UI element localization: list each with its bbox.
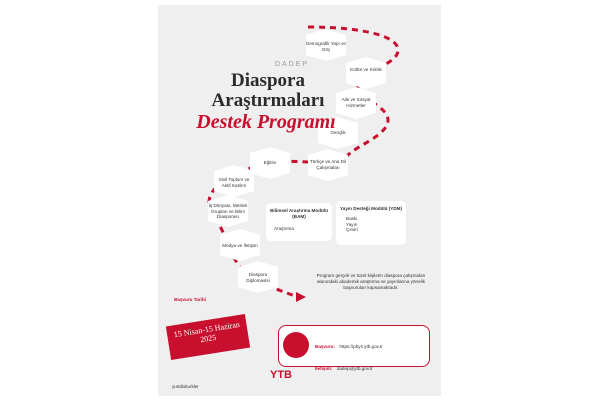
step-diaspora-diplomasisi: Diaspora Diplomasisi xyxy=(246,272,270,283)
ydm-item-2: Yayın xyxy=(346,221,358,227)
step-sivil: Sivil Toplum ve Aktif Katılım xyxy=(218,177,250,188)
bam-title: Bilimsel Araştırma Modülü (BAM) xyxy=(270,208,328,219)
title-line-3: Destek Programı xyxy=(196,111,336,133)
card-ydm: Yayın Desteği Modülü (YDM) Baskı Yayın Ç… xyxy=(336,201,406,245)
ydm-title: Yayın Desteği Modülü (YDM) xyxy=(339,206,403,211)
envelope-icon xyxy=(283,332,309,358)
application-label: Başvuru Tarihi xyxy=(174,297,206,302)
program-description: Program gerçek ve tüzel kişilerin diaspo… xyxy=(316,273,426,290)
step-egitim: Eğitim xyxy=(263,160,277,165)
dadep-label: DADEP xyxy=(274,61,310,68)
ydm-item-1: Baskı xyxy=(346,215,358,221)
program-path xyxy=(207,25,400,302)
ytb-logo: YTB xyxy=(270,369,292,381)
step-turkce: Türkçe ve Ana Dil Çalışmaları xyxy=(310,159,346,170)
ytb-logo-text: YTB xyxy=(270,369,292,381)
card-bam: Bilimsel Araştırma Modülü (BAM) Araştırm… xyxy=(266,203,332,241)
bam-item: Araştırma xyxy=(274,225,294,231)
apply-label: Başvuru: xyxy=(315,344,335,349)
ydm-item-3: Çeviri xyxy=(346,227,358,233)
title-line-2: Araştırmaları xyxy=(211,90,325,111)
step-kultur: Kültür ve Kimlik xyxy=(350,67,382,72)
step-genclik: Gençlik xyxy=(330,130,346,135)
step-is-dunyasi: İş Dünyası, Meslek Grupları ve Bilim Dia… xyxy=(208,203,248,220)
apply-url[interactable]: https://pbys.ytb.gov.tr xyxy=(339,344,383,349)
title-line-1: Diaspora xyxy=(231,70,305,91)
poster: DADEP Diaspora Araştırmaları Destek Prog… xyxy=(158,5,441,396)
social-handle[interactable]: yurtdisiturkler xyxy=(172,384,199,389)
step-aile: Aile ve Sosyal Hizmetler xyxy=(341,97,371,108)
contact-email[interactable]: dadep@ytb.gov.tr xyxy=(336,366,373,371)
contact-box: Başvuru: https://pbys.ytb.gov.tr İletişi… xyxy=(278,325,430,371)
step-medya: Medya ve İletişim xyxy=(222,243,258,248)
contact-label: İletişim: xyxy=(315,366,333,371)
step-demografik: Demografik Yapı ve Göç xyxy=(306,41,346,52)
